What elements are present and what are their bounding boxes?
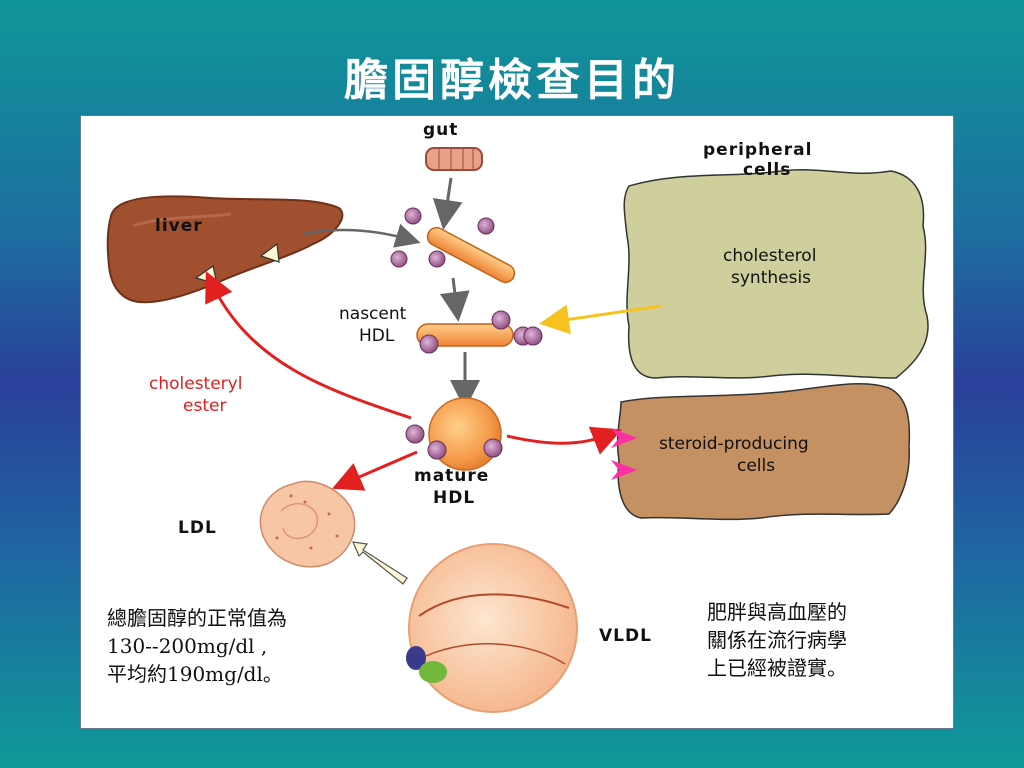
cholesteryl-ester-label: cholesteryl bbox=[149, 374, 243, 394]
ldl-particle bbox=[259, 480, 356, 568]
nascent-hdl-label-line2: HDL bbox=[359, 326, 395, 346]
ldl-label: LDL bbox=[178, 518, 217, 538]
note-line: 肥胖與高血壓的 bbox=[707, 600, 847, 624]
obesity-hypertension-note: 肥胖與高血壓的 關係在流行病學 上已經被證實。 bbox=[707, 598, 847, 682]
vldl-particle bbox=[406, 543, 578, 713]
gut-to-rod-arrow bbox=[432, 177, 463, 230]
mature-hdl-particle bbox=[405, 397, 503, 471]
liver-icon bbox=[106, 195, 344, 304]
apoprotein-rod bbox=[426, 226, 516, 284]
peripheral-cells-icon bbox=[623, 168, 929, 379]
mature-hdl-label-line2: HDL bbox=[433, 488, 476, 508]
cholesterol-transport-diagram bbox=[106, 147, 929, 713]
cholesterol-synthesis-label-line2: synthesis bbox=[731, 268, 812, 288]
nascent-hdl-particle bbox=[416, 310, 543, 354]
hdl-to-ldl-arrow bbox=[331, 450, 418, 491]
peripheral-cells-label-line2: cells bbox=[743, 160, 792, 180]
steroid-cells-label-line2: cells bbox=[737, 456, 776, 476]
magenta-arrowhead bbox=[611, 460, 637, 480]
cholesterol-efflux-arrow bbox=[539, 304, 662, 335]
liver-to-rod-arrow bbox=[302, 223, 421, 248]
liver-label: liver bbox=[155, 216, 203, 236]
vldl-to-ldl-arrow bbox=[352, 541, 408, 585]
liver-uptake-arrow bbox=[259, 242, 280, 263]
mature-hdl-label: mature bbox=[414, 466, 490, 486]
page-title: 膽固醇檢查目的 bbox=[344, 55, 680, 106]
phospholipid-particles bbox=[390, 207, 495, 268]
normal-value-note: 總膽固醇的正常值為 130--200mg/dl , 平均約190mg/dl。 bbox=[107, 604, 287, 688]
hdl-to-steroid-arrow bbox=[506, 426, 623, 455]
nascent-hdl-label: nascent bbox=[339, 304, 407, 324]
note-line: 平均約190mg/dl。 bbox=[107, 662, 283, 686]
peripheral-cells-label: peripheral bbox=[703, 140, 813, 160]
steroid-cells-icon bbox=[616, 383, 911, 521]
note-line: 關係在流行病學 bbox=[707, 628, 847, 652]
note-line: 總膽固醇的正常值為 bbox=[107, 606, 287, 630]
note-line: 上已經被證實。 bbox=[707, 656, 847, 680]
vldl-label: VLDL bbox=[599, 626, 652, 646]
cholesteryl-ester-label-line2: ester bbox=[183, 396, 227, 416]
gut-icon bbox=[425, 147, 483, 171]
cholesterol-synthesis-label: cholesterol bbox=[723, 246, 817, 266]
diagram-panel: gut peripheral cells liver cholesterol s… bbox=[80, 115, 954, 729]
cholesteryl-ester-to-liver-arrow bbox=[205, 271, 412, 420]
gut-label: gut bbox=[423, 120, 459, 140]
note-line: 130--200mg/dl , bbox=[107, 634, 268, 658]
steroid-cells-label: steroid-producing bbox=[659, 434, 809, 454]
magenta-arrowhead bbox=[611, 428, 637, 448]
rod-to-nascent-arrow bbox=[439, 277, 470, 322]
